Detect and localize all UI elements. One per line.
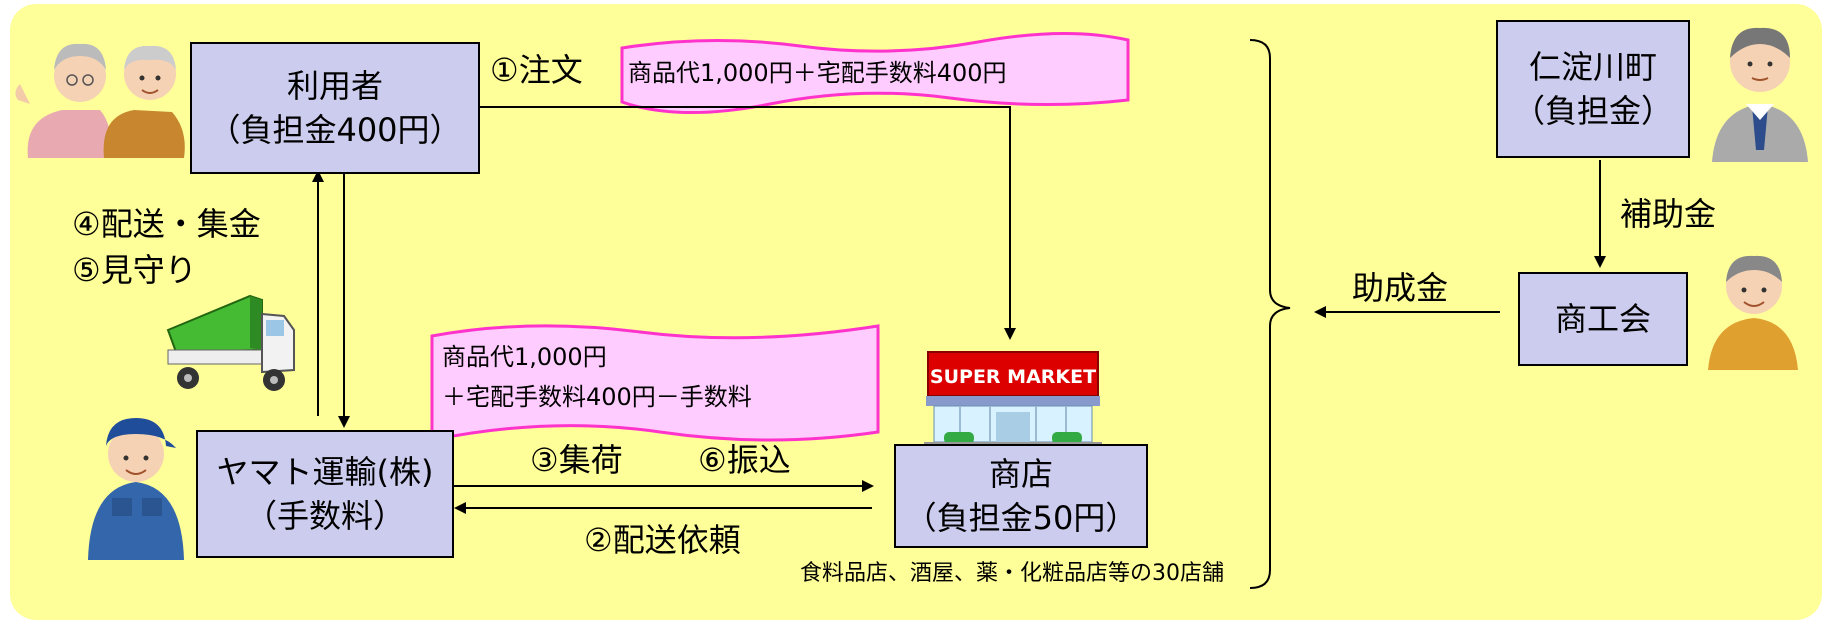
official-icon	[1712, 27, 1808, 162]
elderly-couple-icon	[15, 43, 185, 158]
watch-label: ⑤見守り	[72, 251, 197, 289]
supermarket-icon: SUPER MARKET	[924, 351, 1102, 450]
shop-burden: （負担金50円）	[904, 499, 1138, 537]
user-name: 利用者	[286, 67, 383, 105]
yamato-fee: （手数料）	[244, 497, 405, 535]
supermarket-sign: SUPER MARKET	[930, 366, 1096, 388]
order-label: ①注文	[490, 51, 583, 89]
shop-box: 商店 （負担金50円）	[894, 444, 1148, 548]
chamber-staff-icon	[1708, 255, 1798, 370]
subsidy-label: 補助金	[1620, 195, 1717, 233]
chamber-box: 商工会	[1518, 272, 1688, 366]
shop-name: 商店	[988, 455, 1053, 493]
user-burden: （負担金400円）	[208, 111, 462, 149]
grant-label: 助成金	[1352, 269, 1449, 307]
yamato-name: ヤマト運輸(株)	[216, 453, 434, 491]
middle-banner-shape	[430, 324, 880, 442]
town-box: 仁淀川町 （負担金）	[1496, 20, 1690, 158]
middle-banner-line2: ＋宅配手数料400円－手数料	[442, 383, 752, 411]
chamber-name: 商工会	[1554, 300, 1651, 338]
right-brace	[1249, 39, 1291, 589]
top-banner-text: 商品代1,000円＋宅配手数料400円	[628, 59, 1007, 87]
delivery-request-label: ②配送依頼	[584, 521, 741, 559]
town-name: 仁淀川町	[1528, 48, 1657, 86]
delivery-collection-label: ④配送・集金	[72, 205, 261, 243]
transfer-label: ⑥振込	[698, 441, 791, 479]
shop-note-label: 食料品店、酒屋、薬・化粧品店等の30店舗	[800, 561, 1224, 586]
middle-banner-line1: 商品代1,000円	[442, 343, 607, 371]
truck-icon	[166, 294, 295, 391]
order-arrow	[478, 106, 1016, 340]
pickup-label: ③集荷	[530, 441, 623, 479]
user-box: 利用者 （負担金400円）	[190, 42, 480, 174]
town-burden: （負担金）	[1512, 92, 1673, 130]
top-banner-shape	[620, 31, 1130, 115]
delivery-worker-icon	[88, 418, 184, 560]
yamato-box: ヤマト運輸(株) （手数料）	[196, 430, 454, 558]
